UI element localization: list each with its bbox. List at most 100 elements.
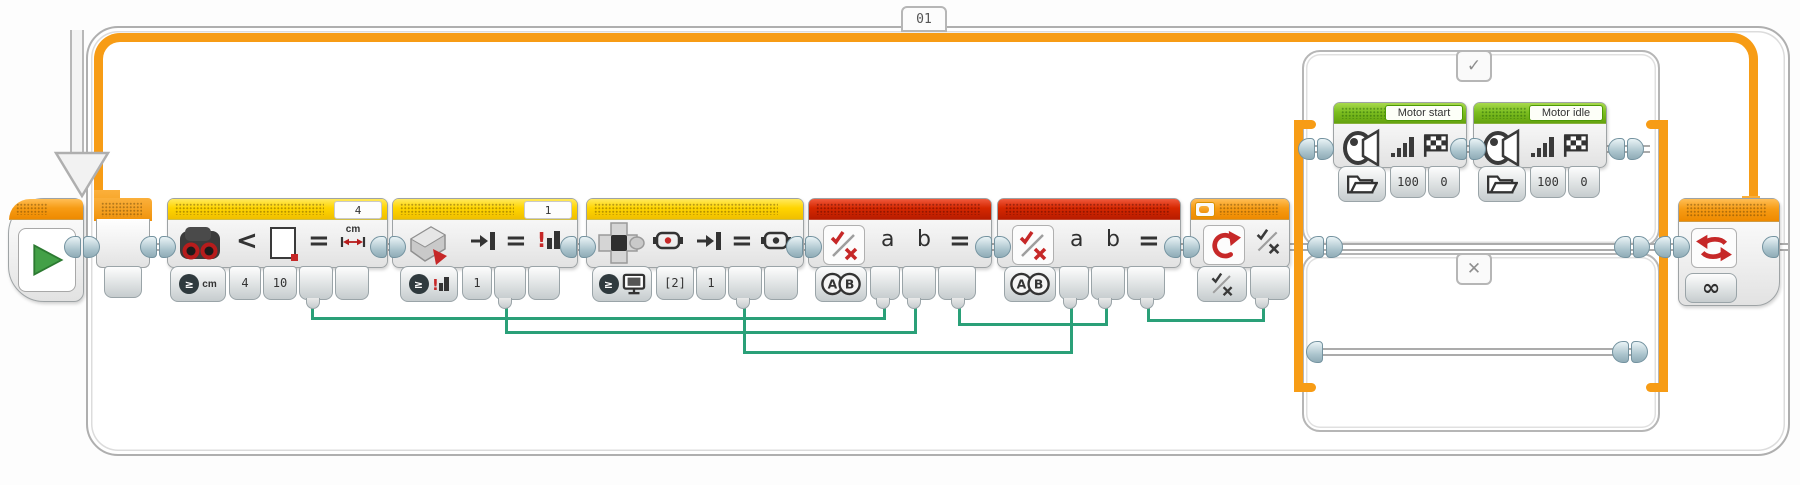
touch-mode-button[interactable]: ≥ ! [400, 266, 458, 302]
svg-text:B: B [845, 276, 854, 291]
interrupt-logic-input[interactable] [1250, 266, 1290, 300]
sound1-file-button[interactable] [1338, 166, 1386, 202]
brick-output-plug2[interactable] [764, 266, 798, 300]
ultrasonic-sensor-icon [180, 227, 220, 260]
var-b-label: b [1106, 227, 1120, 252]
loop-interrupt-block[interactable] [1190, 198, 1290, 268]
tab-view-toggle-icon[interactable] [1195, 202, 1215, 217]
logic-mode-icon [1211, 272, 1233, 297]
logic2-output-plug[interactable] [1127, 266, 1165, 300]
brick-buttons-block[interactable]: = [586, 198, 804, 268]
wire-seg [505, 304, 508, 334]
threshold-icon [270, 227, 298, 261]
sound-block-motor-idle[interactable]: Motor idle [1473, 102, 1607, 168]
compare-mode-icon: ≥ [408, 274, 429, 294]
wire-nub [1255, 298, 1269, 309]
pressed-state-icon [697, 232, 721, 250]
sound1-playtype-input[interactable]: 0 [1428, 166, 1460, 198]
brick-button-input[interactable]: [2] [656, 266, 694, 300]
logic2-input-a[interactable] [1059, 266, 1089, 300]
ultrasonic-header [168, 199, 387, 220]
brick-output-plug[interactable] [728, 266, 762, 300]
loop-name-tab[interactable]: 01 [901, 6, 947, 32]
loop-entry-wire [70, 30, 84, 152]
button-id-icon [653, 231, 683, 250]
logic2-mode-button[interactable]: A B [1004, 266, 1056, 302]
touch-output-plug2[interactable] [528, 266, 560, 300]
ultrasonic-sensor-block[interactable]: 4 < = cm [167, 198, 388, 268]
ultrasonic-output-plug2[interactable] [335, 266, 369, 300]
logic1-input-a[interactable] [870, 266, 900, 300]
sequence-socket [975, 236, 1011, 258]
logic-operations-block-1[interactable]: a b = [808, 198, 992, 268]
play-icon [33, 243, 64, 277]
volume-bars-icon [1391, 137, 1414, 157]
ultrasonic-threshold-input[interactable]: 10 [263, 266, 297, 300]
equals-operator: = [308, 226, 330, 256]
switch-left-bracket [1294, 120, 1303, 392]
switch-false-tab[interactable]: ✕ [1456, 253, 1492, 285]
wire-nub [306, 298, 320, 309]
data-wire-touch-logic1b[interactable] [505, 331, 917, 334]
switch-left-bracket-bottom-nub [1294, 383, 1316, 392]
sound2-volume-input[interactable]: 100 [1530, 166, 1566, 198]
sound2-name-tag[interactable]: Motor idle [1529, 105, 1603, 121]
wire-nub [951, 298, 965, 309]
touch-sensor-block[interactable]: 1 = ! [392, 198, 578, 268]
touch-state-input[interactable]: 1 [462, 266, 492, 300]
ultrasonic-output-plug[interactable] [299, 266, 333, 300]
sound-block-motor-start[interactable]: Motor start [1333, 102, 1467, 168]
sequence-socket [1306, 341, 1323, 363]
data-wire-brick-logic2a[interactable] [743, 351, 1073, 354]
brick-state-input[interactable]: 1 [696, 266, 726, 300]
bumped-state-icon: ! [537, 228, 560, 252]
sequence-socket [370, 236, 406, 258]
volume-bars-icon [1531, 137, 1554, 157]
ultrasonic-compare-type-input[interactable]: 4 [229, 266, 261, 300]
loop-end-header [1679, 199, 1779, 222]
sequence-socket [560, 236, 596, 258]
wire-nub [876, 298, 890, 309]
logic1-input-b[interactable] [902, 266, 936, 300]
interrupt-mode-button[interactable] [1197, 266, 1247, 302]
sound2-file-button[interactable] [1478, 166, 1526, 202]
loop-mode-button[interactable]: ∞ [1685, 273, 1737, 303]
speaker-icon [1483, 128, 1520, 168]
sound1-volume-input[interactable]: 100 [1390, 166, 1426, 198]
logic1-output-plug[interactable] [938, 266, 976, 300]
wire-seg [914, 304, 917, 334]
switch-right-bracket-bottom-nub [1646, 383, 1668, 392]
loop-cycle-icon [1696, 234, 1732, 262]
infinity-label: ∞ [1701, 275, 1721, 301]
sequence-socket [786, 236, 822, 258]
data-wire-ultrasonic-logic1a[interactable] [311, 317, 886, 320]
brick-mode-button[interactable]: ≥ [592, 266, 652, 302]
logic2-header [998, 199, 1180, 220]
brick-buttons-icon [598, 222, 645, 264]
ultrasonic-port-tag[interactable]: 4 [334, 201, 382, 219]
switch-left-bracket-top-nub [1294, 120, 1316, 129]
logic1-mode-button[interactable]: A B [815, 266, 867, 302]
sound1-name-tag[interactable]: Motor start [1385, 105, 1463, 121]
speaker-icon [1343, 128, 1380, 168]
wire-nub [1063, 298, 1077, 309]
switch-true-tab[interactable]: ✓ [1456, 50, 1492, 82]
logic-operations-block-2[interactable]: a b = [997, 198, 1181, 268]
ultrasonic-mode-button[interactable]: ≥ cm [170, 266, 226, 302]
logic2-input-b[interactable] [1091, 266, 1125, 300]
equals-operator: = [1138, 226, 1160, 256]
interrupt-header [1191, 199, 1289, 220]
touch-port-tag[interactable]: 1 [524, 201, 572, 219]
data-wire-logic1-logic2b[interactable] [958, 323, 1108, 326]
wire-seg [743, 304, 746, 354]
ab-mode-icon: A B [1010, 272, 1050, 296]
sound2-playtype-input[interactable]: 0 [1568, 166, 1600, 198]
logic1-header [809, 199, 991, 220]
folder-icon [1347, 175, 1378, 194]
data-wire-logic2-interrupt[interactable] [1147, 319, 1265, 322]
touch-output-plug[interactable] [494, 266, 526, 300]
sequence-socket [1307, 236, 1343, 258]
wire-nub [1140, 298, 1154, 309]
svg-text:A: A [1017, 276, 1027, 291]
brick-header [587, 199, 803, 220]
